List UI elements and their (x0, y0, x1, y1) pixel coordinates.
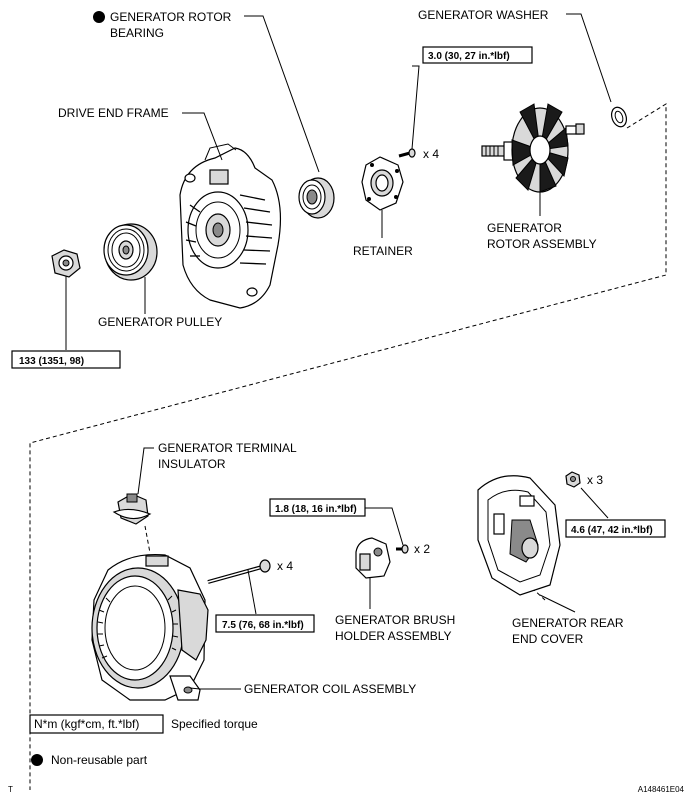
drive-end-frame-label: DRIVE END FRAME (58, 106, 169, 120)
rear-end-cover-part (477, 475, 561, 596)
pulley-nut-torque-box (11, 350, 121, 369)
rear-cover-label-line1: GENERATOR REAR (512, 616, 624, 630)
corner-left-mark: T (8, 785, 13, 794)
coil-assembly-label: GENERATOR COIL ASSEMBLY (244, 682, 416, 696)
legend-torque-unit: N*m (kgf*cm, ft.*lbf) (34, 717, 139, 731)
retainer-part (361, 156, 404, 211)
retainer-label: RETAINER (353, 244, 413, 258)
legend-torque-text: Specified torque (171, 717, 258, 731)
terminal-insulator-label-line1: GENERATOR TERMINAL (158, 441, 297, 455)
rotor-assembly-label-line1: GENERATOR (487, 221, 562, 235)
rotor-bearing-label-line1: GENERATOR ROTOR (110, 10, 232, 24)
rear-cover-nut-torque-box (565, 519, 666, 538)
washer-label: GENERATOR WASHER (418, 8, 549, 22)
brush-holder-label-line2: HOLDER ASSEMBLY (335, 629, 451, 643)
drive-end-frame-part (179, 143, 282, 309)
rear-cover-nut-part (565, 471, 581, 488)
non-reusable-marker-icon (93, 11, 105, 23)
retainer-screw-quantity: x 4 (423, 147, 439, 161)
pulley-nut-part (51, 249, 81, 278)
retainer-screw-torque-box (422, 46, 533, 64)
brush-holder-screw-torque: 1.8 (18, 16 in.*lbf) (275, 504, 357, 515)
pulley-nut-torque: 133 (1351, 98) (19, 356, 84, 367)
legend-non-reusable-icon (31, 754, 43, 766)
retainer-screw-part (398, 148, 416, 158)
rotor-bearing-part (298, 177, 335, 219)
rear-cover-label-line2: END COVER (512, 632, 584, 646)
rotor-assembly-label-line2: ROTOR ASSEMBLY (487, 237, 597, 251)
brush-holder-screw-part (396, 544, 409, 554)
legend-non-reusable-text: Non-reusable part (51, 753, 148, 767)
terminal-insulator-part (112, 493, 152, 525)
rotor-assembly-part (481, 103, 585, 193)
generator-pulley-part (103, 223, 158, 281)
through-bolt-part (207, 559, 271, 584)
brush-holder-part (355, 537, 391, 579)
pulley-label: GENERATOR PULLEY (98, 315, 222, 329)
rear-cover-nut-quantity: x 3 (587, 473, 603, 487)
leader-lines (65, 13, 612, 690)
brush-holder-screw-torque-box (269, 498, 366, 517)
brush-holder-screw-quantity: x 2 (414, 542, 430, 556)
through-bolt-torque-box (215, 614, 315, 633)
terminal-insulator-label-line2: INSULATOR (158, 457, 226, 471)
generator-washer-part (610, 106, 628, 128)
legend-torque-box (29, 714, 164, 734)
through-bolt-torque: 7.5 (76, 68 in.*lbf) (222, 620, 304, 631)
brush-holder-label-line1: GENERATOR BRUSH (335, 613, 455, 627)
rear-cover-nut-torque: 4.6 (47, 42 in.*lbf) (571, 525, 653, 536)
figure-code: A148461E04 (638, 785, 685, 794)
retainer-screw-torque: 3.0 (30, 27 in.*lbf) (428, 51, 510, 62)
through-bolt-quantity: x 4 (277, 559, 293, 573)
coil-assembly-part (91, 553, 209, 701)
rotor-bearing-label-line2: BEARING (110, 26, 164, 40)
